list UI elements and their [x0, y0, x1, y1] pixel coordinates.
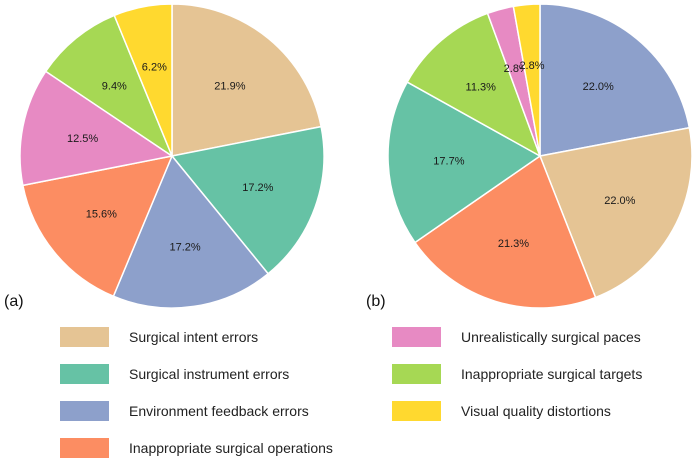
legend-label-2: Environment feedback errors — [129, 403, 309, 419]
pie-a-slice-4 — [19, 70, 174, 187]
pie-a-slice-label-2: 17.2% — [170, 241, 201, 253]
legend-swatch-1 — [60, 364, 109, 384]
pie-b-slice-label-4: 11.3% — [466, 82, 497, 94]
pie-b-slice-4 — [406, 12, 542, 158]
legend-label-0: Surgical intent errors — [129, 329, 258, 345]
pie-b-slice-0 — [539, 3, 691, 157]
legend-swatch-4 — [392, 327, 441, 347]
legend-label-5: Inappropriate surgical targets — [461, 366, 642, 382]
pie-chart-a: 21.9% 17.2% 17.2% 15.6% 12.5% 9.4% 6.2% — [19, 3, 325, 309]
pie-a-slice-label-5: 9.4% — [102, 80, 127, 92]
pie-b-slice-1 — [538, 126, 693, 299]
pie-chart-b: 22.0% 22.0% 21.3% 17.7% 11.3% 2.8%2.8% — [387, 3, 693, 309]
legend-swatch-0 — [60, 327, 109, 347]
pie-b-slice-3 — [387, 81, 542, 244]
pie-a-slice-label-4: 12.5% — [67, 133, 98, 145]
legend-swatch-2 — [60, 401, 109, 421]
pie-a-slice-1 — [170, 125, 325, 275]
pie-b-slice-2 — [413, 154, 597, 309]
panel-label-a: (a) — [4, 293, 24, 310]
pie-a-slice-2 — [112, 154, 270, 309]
pie-a-slice-3 — [21, 154, 174, 298]
pie-a-slice-label-6: 6.2% — [142, 62, 167, 74]
pie-b-slice-label-3: 17.7% — [433, 155, 464, 167]
pie-a-slice-6 — [113, 3, 173, 157]
pie-a-slice-label-0: 21.9% — [214, 81, 245, 93]
pie-a-slice-label-3: 15.6% — [86, 209, 117, 221]
legend-swatch-5 — [392, 364, 441, 384]
pie-b-slice-label-0: 22.0% — [583, 81, 614, 93]
legend-label-6: Visual quality distortions — [461, 403, 611, 419]
pie-b-slice-label-5: 2.8% — [504, 63, 529, 75]
pie-a-slice-label-1: 17.2% — [242, 182, 273, 194]
pie-a-slice-5 — [44, 14, 174, 158]
legend-label-4: Unrealistically surgical paces — [461, 329, 641, 345]
legend-label-1: Surgical instrument errors — [129, 366, 289, 382]
pie-b-slice-6 — [512, 3, 541, 157]
legend-swatch-3 — [60, 438, 109, 458]
pie-b-slice-label-2: 21.3% — [498, 238, 529, 250]
pie-b-slice-label-1: 22.0% — [604, 195, 635, 207]
panel-label-b: (b) — [366, 293, 386, 310]
pie-a-slice-0 — [171, 3, 323, 157]
pie-b-slice-label-6: 2.8% — [519, 60, 544, 72]
legend-swatch-6 — [392, 401, 441, 421]
legend-label-3: Inappropriate surgical operations — [129, 440, 333, 456]
